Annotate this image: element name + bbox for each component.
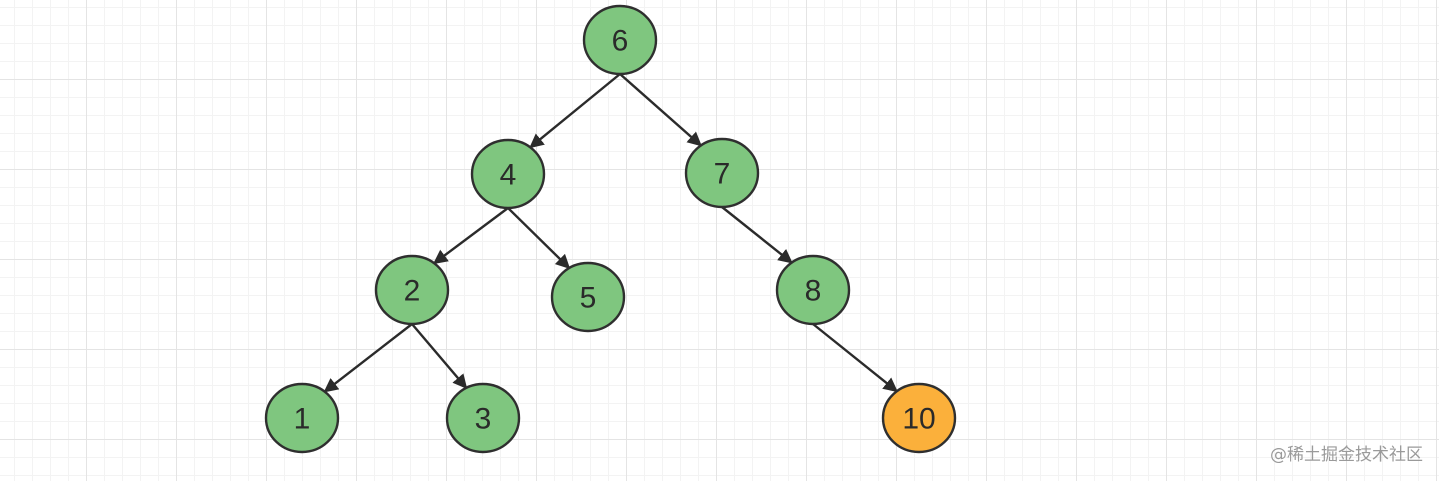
- tree-node-7: 7: [684, 137, 760, 209]
- node-circle: [264, 382, 340, 454]
- edge-layer: [323, 73, 898, 393]
- edge-n6-n7: [619, 73, 702, 147]
- node-circle: [374, 254, 450, 326]
- node-label: 10: [902, 403, 935, 436]
- node-circle: [445, 382, 521, 454]
- tree-node-10: 10: [881, 382, 957, 454]
- tree-node-4: 4: [470, 138, 546, 210]
- node-label: 7: [714, 158, 731, 191]
- tree-node-1: 1: [264, 382, 340, 454]
- node-circle: [470, 138, 546, 210]
- edge-n8-n10: [812, 323, 898, 393]
- node-circle: [582, 4, 658, 76]
- edge-n2-n3: [411, 323, 468, 389]
- node-circle: [550, 261, 626, 333]
- edge-n7-n8: [721, 206, 793, 264]
- node-label: 2: [404, 275, 421, 308]
- node-circle: [881, 382, 957, 454]
- node-label: 4: [500, 159, 517, 192]
- tree-node-8: 8: [775, 254, 851, 326]
- node-label: 1: [294, 403, 311, 436]
- node-label: 3: [475, 403, 492, 436]
- edge-n4-n5: [507, 207, 571, 270]
- node-circle: [684, 137, 760, 209]
- node-label: 8: [805, 275, 822, 308]
- node-label: 5: [580, 282, 597, 315]
- tree-node-3: 3: [445, 382, 521, 454]
- watermark-text: @稀土掘金技术社区: [1270, 445, 1423, 465]
- node-circle: [775, 254, 851, 326]
- tree-node-6: 6: [582, 4, 658, 76]
- tree-node-5: 5: [550, 261, 626, 333]
- edge-n4-n2: [433, 207, 509, 265]
- node-layer: 6 4 7 2 5 8 1 3 10: [264, 4, 957, 454]
- edge-n6-n4: [529, 73, 621, 149]
- tree-node-2: 2: [374, 254, 450, 326]
- node-label: 6: [612, 25, 629, 58]
- edge-n2-n1: [323, 323, 413, 393]
